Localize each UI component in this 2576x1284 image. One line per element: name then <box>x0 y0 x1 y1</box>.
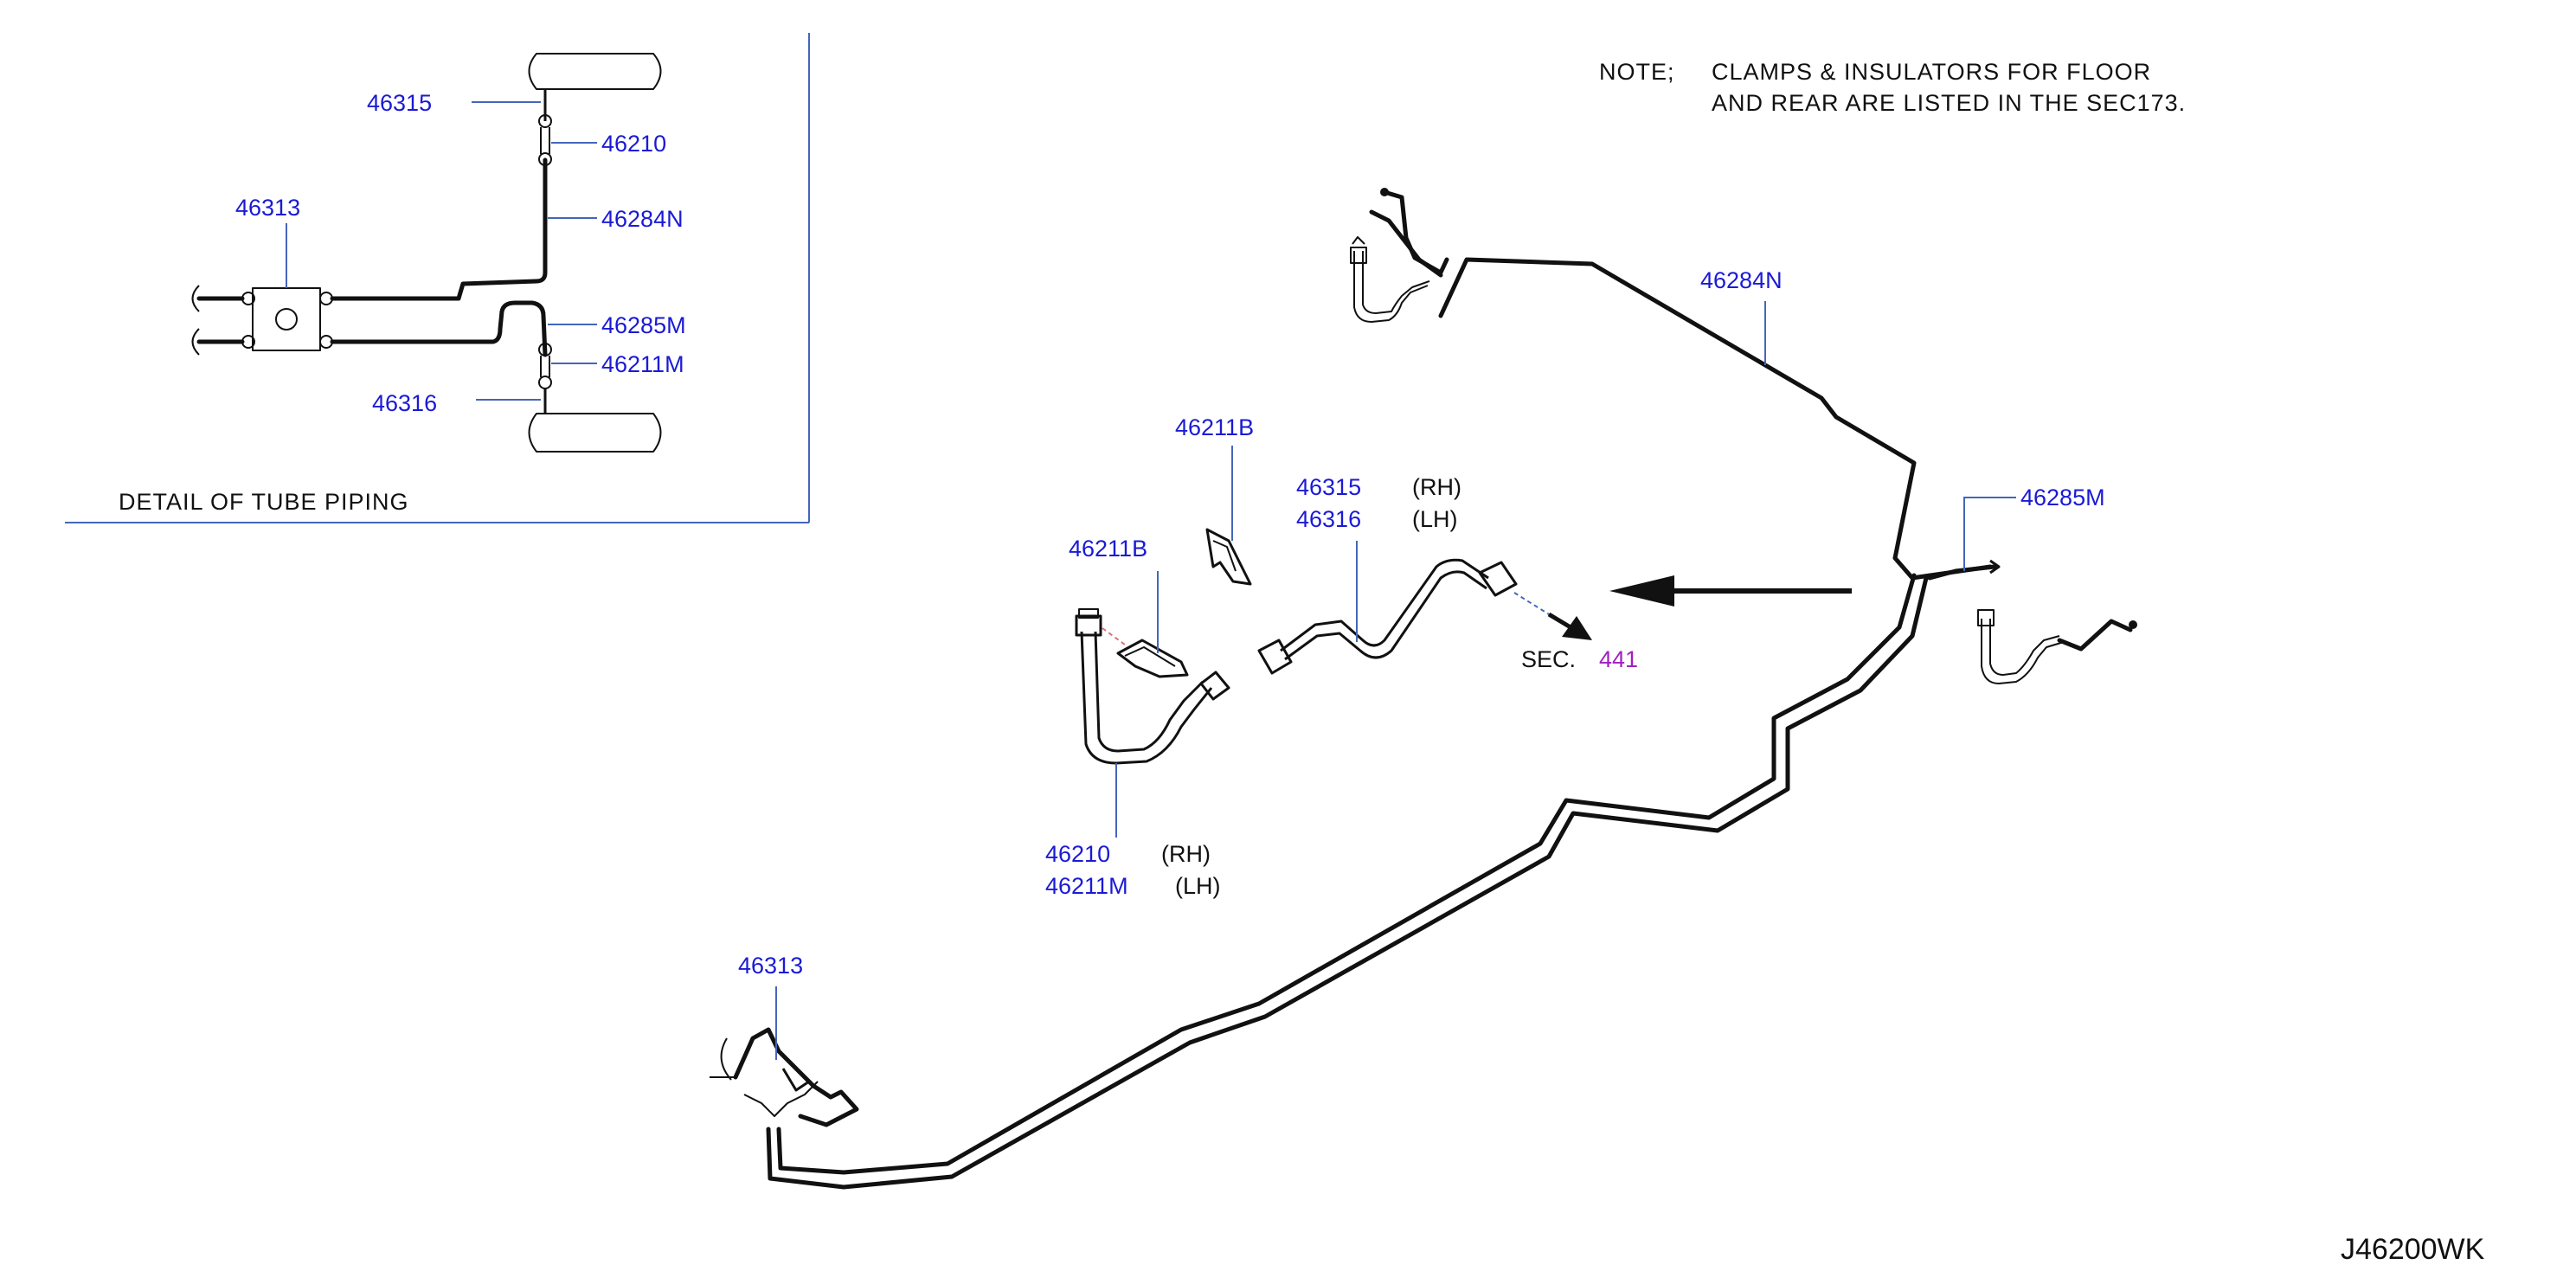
tube-main-right <box>766 575 1929 1190</box>
tube-46315 <box>1280 558 1489 652</box>
note-block: NOTE; CLAMPS & INSULATORS FOR FLOOR AND … <box>1599 59 2186 116</box>
note-line-1: CLAMPS & INSULATORS FOR FLOOR <box>1712 59 2151 85</box>
label-lh-upper: (LH) <box>1412 506 1458 532</box>
label-46316: 46316 <box>1296 506 1361 532</box>
label-46211M: 46211M <box>1045 873 1128 899</box>
label-46315: 46315 <box>1296 474 1361 500</box>
sec-prefix: SEC. <box>1521 646 1576 672</box>
clip-46211B-lower <box>1116 639 1189 678</box>
main-tube-routing <box>710 188 2137 1190</box>
label-lh-lower: (LH) <box>1175 873 1221 899</box>
label-rh-upper: (RH) <box>1412 474 1461 500</box>
junction-46313 <box>733 1027 859 1127</box>
detail-title: DETAIL OF TUBE PIPING <box>119 489 409 515</box>
detail-label-46316: 46316 <box>372 390 437 416</box>
direction-arrow <box>1609 575 1674 607</box>
label-rh-lower: (RH) <box>1161 841 1211 867</box>
detail-label-46285M: 46285M <box>601 312 686 338</box>
clip-46211B-upper <box>1205 528 1252 586</box>
label-46284N: 46284N <box>1700 267 1783 293</box>
note-line-2: AND REAR ARE LISTED IN THE SEC173. <box>1712 90 2186 116</box>
label-46285M: 46285M <box>2020 485 2105 510</box>
detail-label-46284N: 46284N <box>601 206 684 232</box>
detail-junction-block <box>252 287 321 351</box>
detail-inset: 46315 46210 46313 46284N 46285M 46211M 4… <box>65 33 810 523</box>
detail-tube-46284N <box>330 157 548 301</box>
sec-number-441[interactable]: 441 <box>1599 646 1638 672</box>
label-46313: 46313 <box>738 953 803 979</box>
main-labels: 46284N 46285M 46211B 46211B 46315 46316 … <box>738 267 2105 979</box>
tube-main-left <box>776 573 1917 1175</box>
hose-46210 <box>1080 631 1213 765</box>
detail-label-46211M: 46211M <box>601 351 684 377</box>
label-46211B-upper: 46211B <box>1175 414 1254 440</box>
exploded-parts <box>775 301 2016 1060</box>
label-46211B-lower: 46211B <box>1069 536 1147 562</box>
detail-top-cylinder <box>528 53 662 90</box>
tube-46284N <box>1438 257 1993 581</box>
detail-tube-46285M <box>330 300 548 357</box>
detail-bottom-cylinder <box>528 413 662 453</box>
label-46210: 46210 <box>1045 841 1110 867</box>
detail-label-46313: 46313 <box>235 195 300 221</box>
diagram-code: J46200WK <box>2341 1233 2485 1266</box>
detail-label-46315: 46315 <box>367 90 432 116</box>
detail-label-46210: 46210 <box>601 131 666 157</box>
note-prefix: NOTE; <box>1599 59 1675 85</box>
